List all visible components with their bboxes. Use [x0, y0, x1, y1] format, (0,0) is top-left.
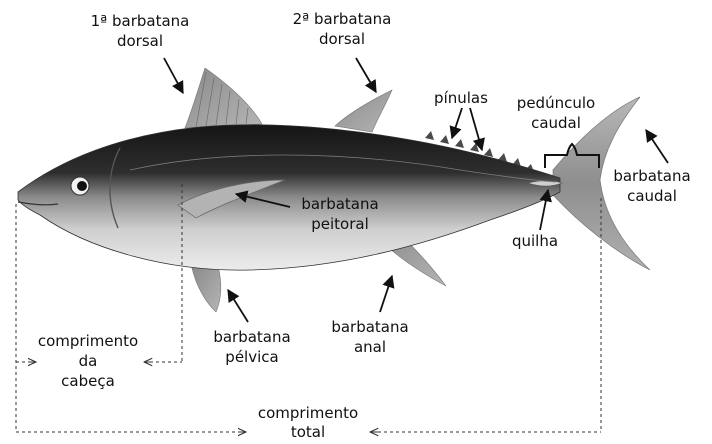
label-head-length-line1: comprimento [38, 332, 138, 350]
label-first-dorsal-line1: 1ª barbatana [91, 12, 190, 30]
arrow-first-dorsal [164, 58, 183, 93]
first-dorsal-fin [185, 68, 262, 128]
label-pelvic-line2: pélvica [225, 348, 278, 366]
label-head-length-line2: da [79, 352, 98, 370]
label-second-dorsal-line2: dorsal [319, 30, 365, 48]
arrow-anal-fin [380, 276, 392, 312]
label-caudal-line1: barbatana [613, 167, 690, 185]
label-anal-line1: barbatana [331, 318, 408, 336]
label-caudal-line2: caudal [627, 187, 677, 205]
eye-pupil [77, 181, 87, 191]
arrow-pelvic-fin [228, 290, 248, 322]
label-second-dorsal-line1: 2ª barbatana [293, 10, 392, 28]
label-first-dorsal-line2: dorsal [117, 32, 163, 50]
pelvic-fin [192, 266, 221, 312]
label-peduncle-line2: caudal [531, 114, 581, 132]
label-pelvic-line1: barbatana [213, 328, 290, 346]
label-peduncle-line1: pedúnculo [517, 94, 595, 112]
label-pinulas: pínulas [434, 89, 488, 107]
label-total-length-line2: total [291, 423, 325, 439]
second-dorsal-fin [335, 90, 392, 132]
label-total-length-line1: comprimento [258, 404, 358, 422]
arrow-caudal-fin [646, 130, 668, 163]
label-quilha: quilha [512, 232, 558, 250]
label-head-length-line3: cabeça [61, 372, 115, 390]
label-anal-line2: anal [354, 338, 386, 356]
fish-body [18, 125, 560, 270]
arrow-second-dorsal [356, 58, 376, 92]
arrow-pinulas-left [452, 108, 462, 138]
label-pectoral-line2: peitoral [311, 215, 369, 233]
label-pectoral-line1: barbatana [301, 195, 378, 213]
